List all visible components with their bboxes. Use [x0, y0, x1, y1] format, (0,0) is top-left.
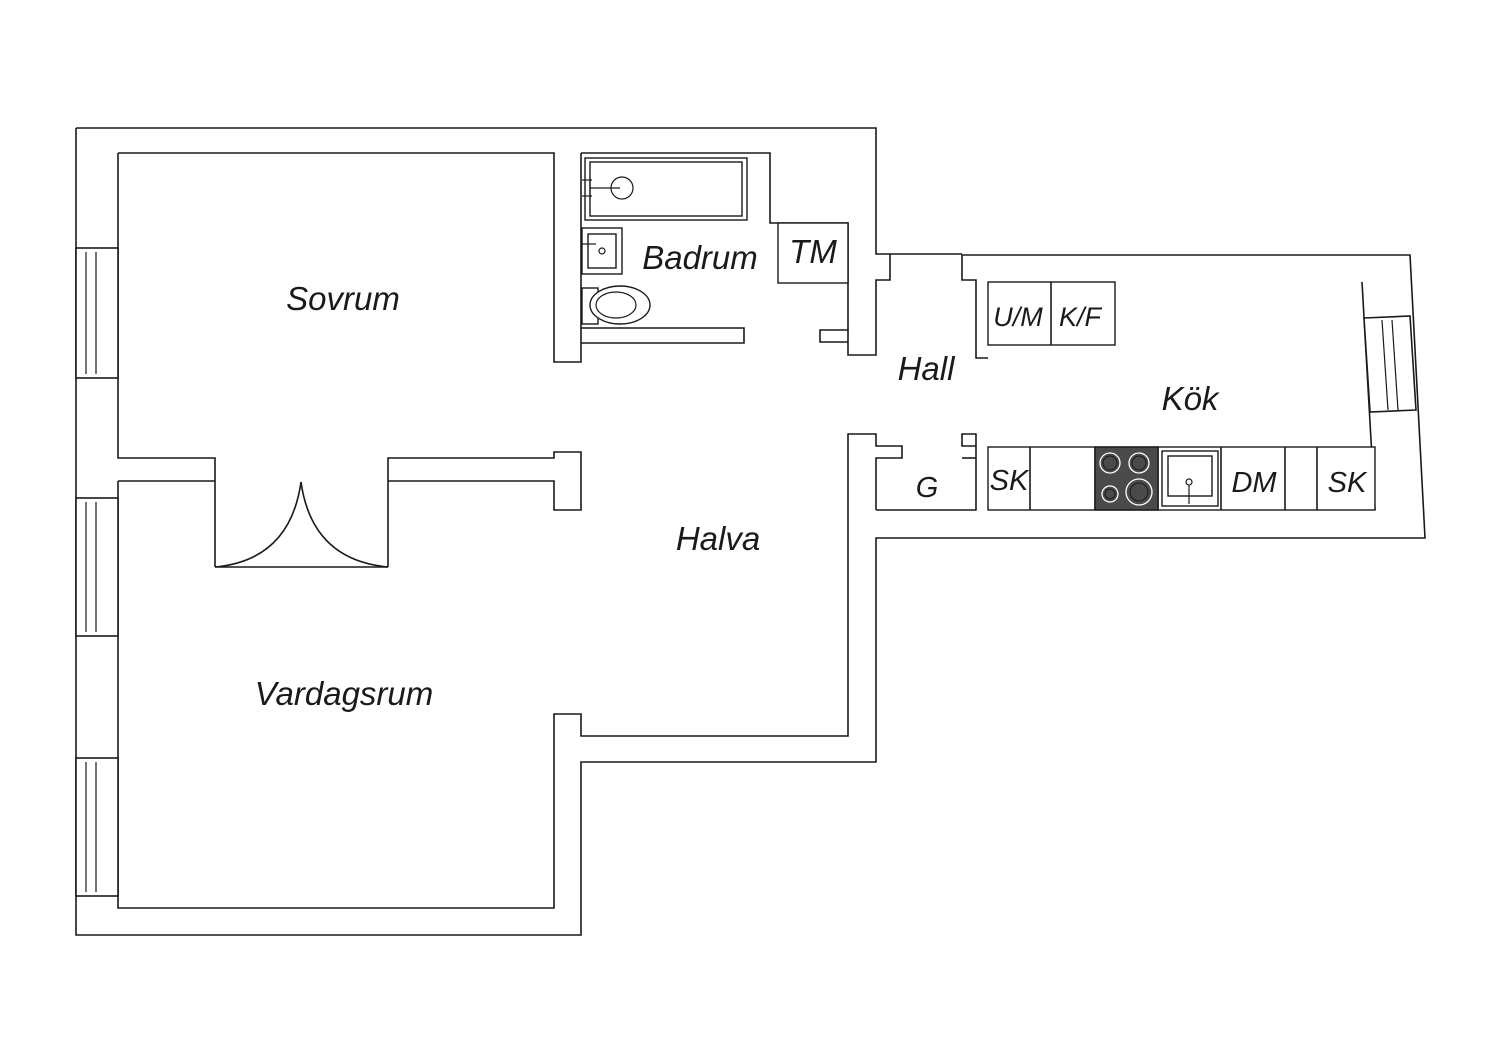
- sink-icon: [581, 227, 623, 275]
- room-label-sovrum: Sovrum: [286, 280, 400, 317]
- room-label-vardagsrum: Vardagsrum: [255, 675, 434, 712]
- fixture-label-dm: DM: [1231, 467, 1277, 499]
- kitchen-upper-cabinets: [987, 281, 1116, 346]
- room-label-badrum: Badrum: [642, 239, 758, 276]
- kitchen-sink-icon: [1161, 450, 1219, 507]
- fixture-label-tm: TM: [789, 233, 837, 270]
- window-vardagsrum-top: [75, 497, 119, 637]
- bathtub: [582, 157, 748, 221]
- fixture-label-kf: K/F: [1059, 302, 1103, 332]
- fixture-label-sk-right: SK: [1328, 467, 1368, 499]
- room-label-hall: Hall: [898, 350, 957, 387]
- fixture-label-sk-left: SK: [990, 465, 1030, 497]
- window-kok: [1363, 315, 1417, 413]
- stove-icon: [1094, 446, 1159, 511]
- room-label-halva: Halva: [676, 520, 760, 557]
- window-vardagsrum-bottom: [75, 757, 119, 897]
- room-label-kok: Kök: [1162, 380, 1220, 417]
- toilet-icon: [581, 285, 651, 325]
- double-door: [214, 481, 389, 568]
- fixture-label-um: U/M: [993, 302, 1043, 332]
- windows: [75, 247, 1417, 897]
- bathroom-walls: [581, 152, 849, 344]
- washing-machine-box: [777, 222, 849, 284]
- window-sovrum: [75, 247, 119, 379]
- fixture-label-g: G: [916, 472, 939, 504]
